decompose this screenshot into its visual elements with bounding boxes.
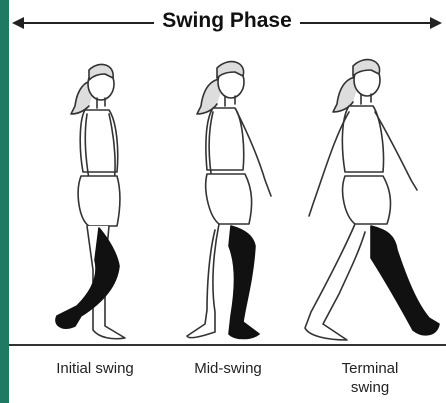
figure-mid-swing [187,62,271,339]
side-accent-stripe [0,0,9,403]
label-mid-swing: Mid-swing [178,359,278,378]
diagram-title: Swing Phase [12,9,442,33]
swing-phase-header: Swing Phase [12,6,442,40]
label-terminal-swing: Terminal swing [320,359,420,397]
label-terminal-line1: Terminal [320,359,420,378]
figure-terminal-swing [305,60,439,340]
figure-initial-swing [56,64,125,338]
ground-line [9,344,446,346]
gait-figures [9,40,446,350]
label-terminal-line2: swing [320,378,420,397]
label-initial-swing: Initial swing [40,359,150,378]
